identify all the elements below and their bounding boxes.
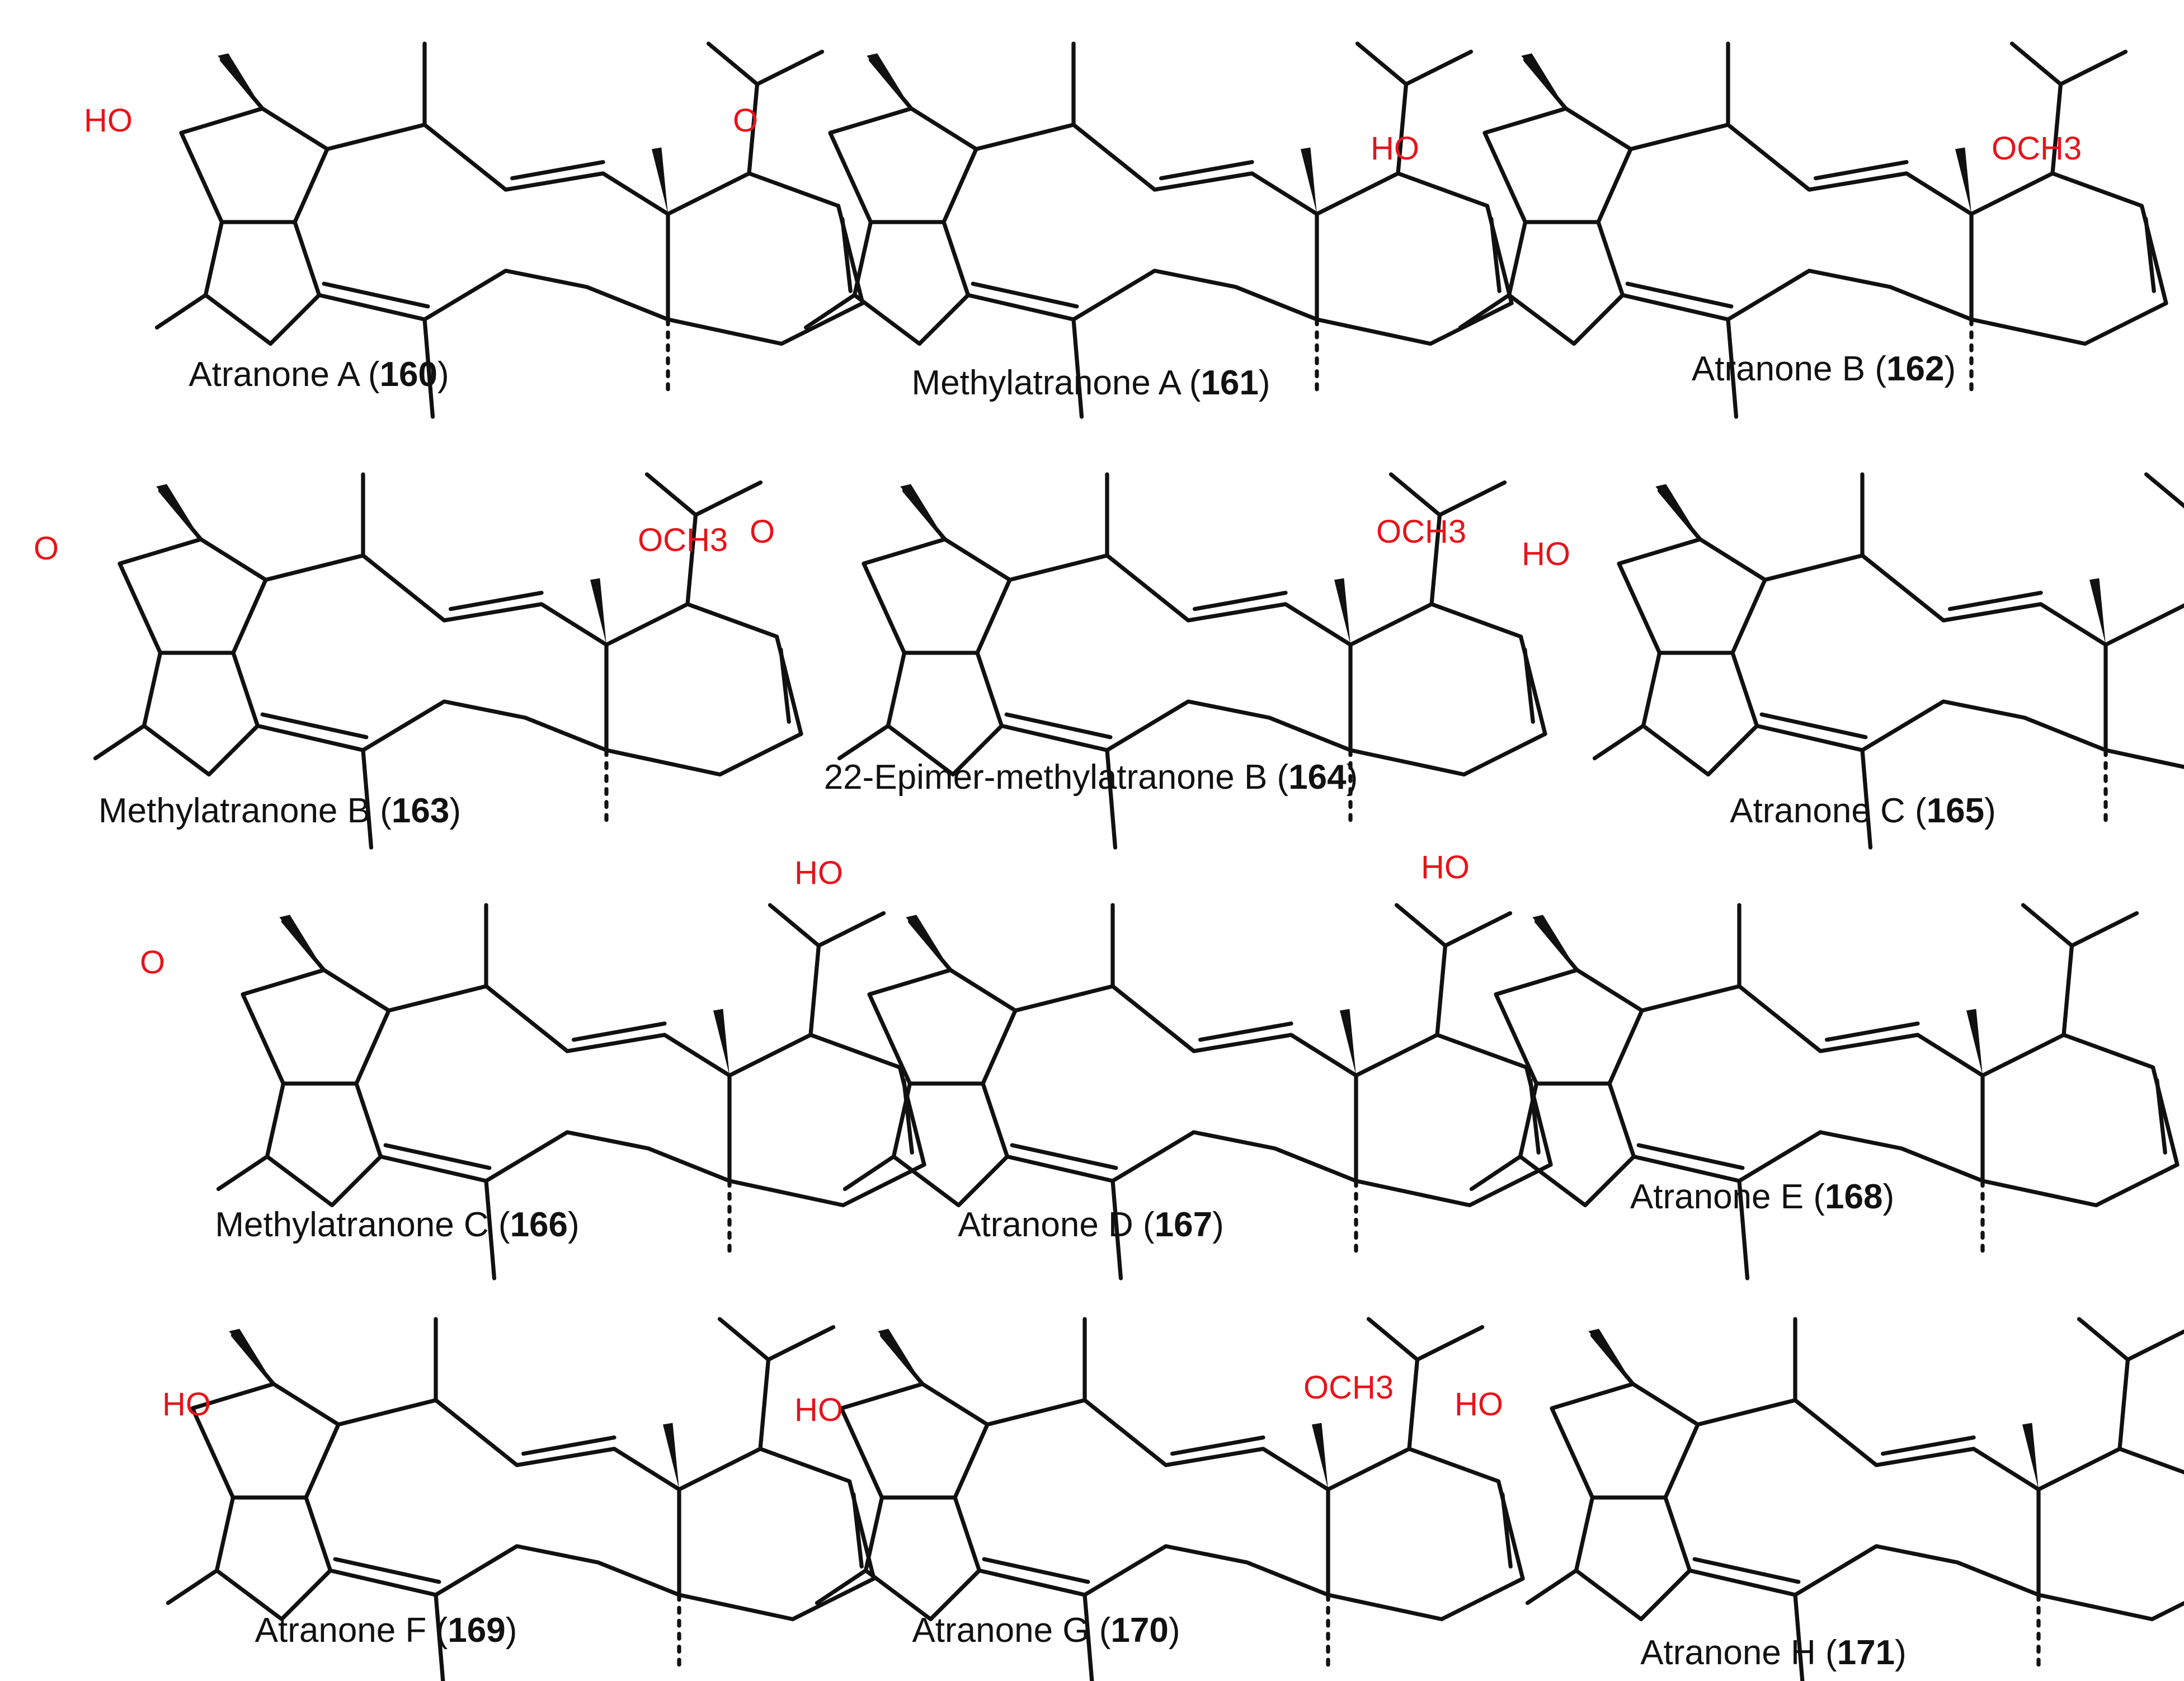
atom-ho: HO bbox=[1371, 130, 1419, 167]
atom-och3: OCH3 bbox=[638, 522, 728, 558]
label-165: Atranone C (165) bbox=[1730, 792, 1996, 830]
atom-o: O bbox=[34, 530, 59, 567]
atom-och3: OCH3 bbox=[1376, 514, 1466, 550]
label-166: Methylatranone C (166) bbox=[215, 1206, 579, 1244]
atom-ho: HO bbox=[1455, 1386, 1503, 1423]
atom-och3: OCH3 bbox=[1303, 1369, 1394, 1406]
atom-ho: HO bbox=[1522, 536, 1570, 572]
atom-ho: HO bbox=[162, 1386, 211, 1423]
atom-o: O bbox=[140, 944, 165, 981]
atom-o: O bbox=[750, 514, 775, 550]
atom-ho: HO bbox=[794, 1392, 843, 1428]
structure-168 bbox=[1472, 905, 2178, 1278]
structure-171 bbox=[1528, 1319, 2184, 1681]
atom-och3: OCH3 bbox=[1992, 130, 2082, 167]
atom-ho: HO bbox=[794, 855, 843, 891]
atom-ho: HO bbox=[84, 102, 133, 139]
atom-o: O bbox=[733, 102, 758, 139]
label-164: 22-Epimer-methylatranone B (164) bbox=[824, 758, 1358, 797]
structure-161 bbox=[806, 44, 1512, 417]
label-160: Atranone A (160) bbox=[189, 355, 449, 394]
label-162: Atranone B (162) bbox=[1692, 350, 1956, 388]
label-170: Atranone G (170) bbox=[912, 1611, 1180, 1650]
label-169: Atranone F (169) bbox=[255, 1611, 517, 1650]
label-168: Atranone E (168) bbox=[1630, 1178, 1894, 1216]
atom-ho: HO bbox=[1421, 849, 1470, 886]
label-167: Atranone D (167) bbox=[958, 1206, 1224, 1244]
label-163: Methylatranone B (163) bbox=[98, 792, 461, 830]
label-171: Atranone H (171) bbox=[1640, 1633, 1907, 1672]
label-161: Methylatranone A (161) bbox=[911, 364, 1270, 402]
